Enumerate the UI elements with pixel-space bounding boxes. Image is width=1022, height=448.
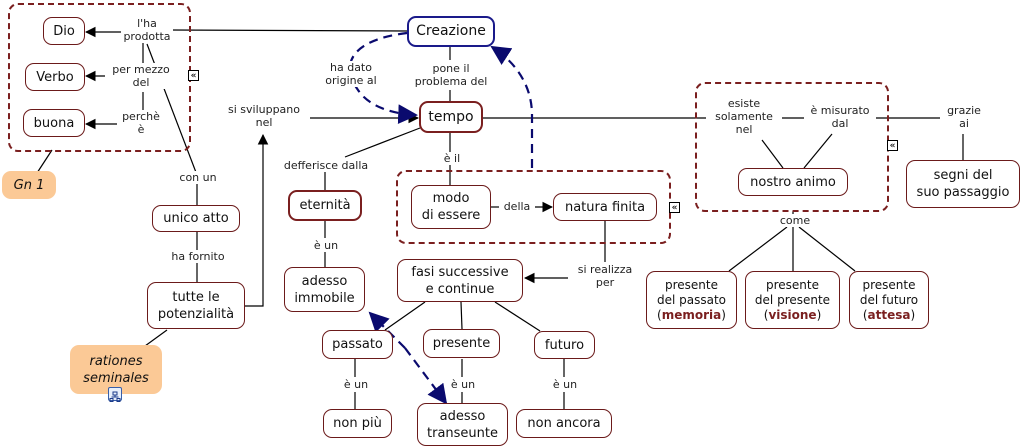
label-line2: del futuro [859,292,919,307]
node-verbo[interactable]: Verbo [25,63,85,91]
node-gn1[interactable]: Gn 1 [2,171,56,199]
emphasis-memoria: memoria [661,307,722,322]
emphasis-attesa: attesa [867,307,911,322]
node-adesso-immobile[interactable]: adesso immobile [284,267,365,312]
node-non-ancora[interactable]: non ancora [516,409,612,438]
node-passato[interactable]: passato [322,330,393,359]
line-come-futuro [798,226,856,272]
link-ha-dato-origine-al[interactable]: ha dato origine al [318,61,384,87]
link-lha-prodotta[interactable]: l'ha prodotta [121,17,173,43]
node-buona[interactable]: buona [23,109,85,137]
node-adesso-transeunte[interactable]: adesso transeunte [417,403,508,446]
dashed-immobile-transeunte-b [404,347,448,405]
submap-icon[interactable] [108,387,122,402]
link-e-un-eternita[interactable]: è un [308,239,344,252]
link-e-il[interactable]: è il [438,152,466,165]
line-fasi-presente [460,301,463,330]
hierarchy-icon [109,391,121,402]
node-presente[interactable]: presente [423,329,500,358]
label-line1: presente [862,277,916,292]
node-non-piu[interactable]: non più [323,409,392,438]
node-eternita[interactable]: eternità [288,190,362,221]
link-grazie-ai[interactable]: grazie ai [940,104,988,130]
node-modo-essere[interactable]: modo di essere [411,185,491,229]
line-gn1-group [36,149,53,174]
link-e-un-futuro[interactable]: è un [547,378,583,391]
line-fasi-futuro [494,301,541,332]
link-con-un[interactable]: con un [172,171,224,184]
node-nostro-animo[interactable]: nostro animo [738,168,848,196]
node-tutte-potenzialita[interactable]: tutte le potenzialità [147,282,245,329]
line-tutte-rationes [144,329,168,347]
link-pone-il-problema-del[interactable]: pone il problema del [408,62,494,88]
line-esiste-animo [761,139,784,169]
link-defferisce-dalla[interactable]: defferisce dalla [276,159,376,172]
collapse-group-modo-icon[interactable]: « [669,202,680,213]
dashed-creazione-tempo [348,31,418,125]
label-line3: (attesa) [862,307,916,322]
node-natura-finita[interactable]: natura finita [553,193,657,221]
node-presente-del-presente[interactable]: presente del presente (visione) [745,271,840,329]
line-misurato-animo [803,133,833,169]
label-line1: presente [766,277,819,292]
link-e-un-passato[interactable]: è un [338,378,374,391]
link-ha-fornito[interactable]: ha fornito [164,250,232,263]
link-perche-e[interactable]: perchè è [117,110,165,136]
node-rationes-seminales[interactable]: rationes seminales [70,345,162,394]
node-segni-passaggio[interactable]: segni del suo passaggio [906,160,1020,208]
node-presente-del-futuro[interactable]: presente del futuro (attesa) [849,271,929,329]
link-come[interactable]: come [776,214,814,227]
collapse-group-creator-icon[interactable]: « [188,70,199,81]
node-creazione[interactable]: Creazione [407,16,495,47]
label-line2: del presente [754,292,831,307]
label-line2: del passato [656,292,727,307]
collapse-group-animo-icon[interactable]: « [887,140,898,151]
node-fasi-successive[interactable]: fasi successive e continue [397,259,523,302]
node-dio[interactable]: Dio [43,17,85,45]
node-unico-atto[interactable]: unico atto [152,205,240,232]
line-come-passato [728,226,788,272]
label-line3: (memoria) [657,307,726,322]
dashed-group-creazione [490,45,534,168]
node-tempo[interactable]: tempo [419,101,483,133]
label-line3: (visione) [763,307,822,322]
node-presente-del-passato[interactable]: presente del passato (memoria) [646,271,737,329]
node-futuro[interactable]: futuro [534,331,595,359]
link-si-sviluppano-nel[interactable]: si sviluppano nel [218,103,310,129]
link-si-realizza-per[interactable]: si realizza per [568,263,642,289]
line-creazione-lha [169,29,408,32]
link-esiste-solamente-nel[interactable]: esiste solamente nel [706,97,782,136]
dashed-immobile-transeunte-a [368,311,406,349]
link-e-un-presente[interactable]: è un [445,378,481,391]
label-line1: presente [665,277,718,292]
emphasis-visione: visione [768,307,817,322]
link-per-mezzo-del[interactable]: per mezzo del [105,63,177,89]
link-della[interactable]: della [499,200,535,213]
line-tempo-defferisce [344,127,421,158]
link-e-misurato-dal[interactable]: è misurato dal [804,104,876,130]
line-tutte-sviluppano [245,133,269,307]
line-fasi-passato [384,301,426,331]
